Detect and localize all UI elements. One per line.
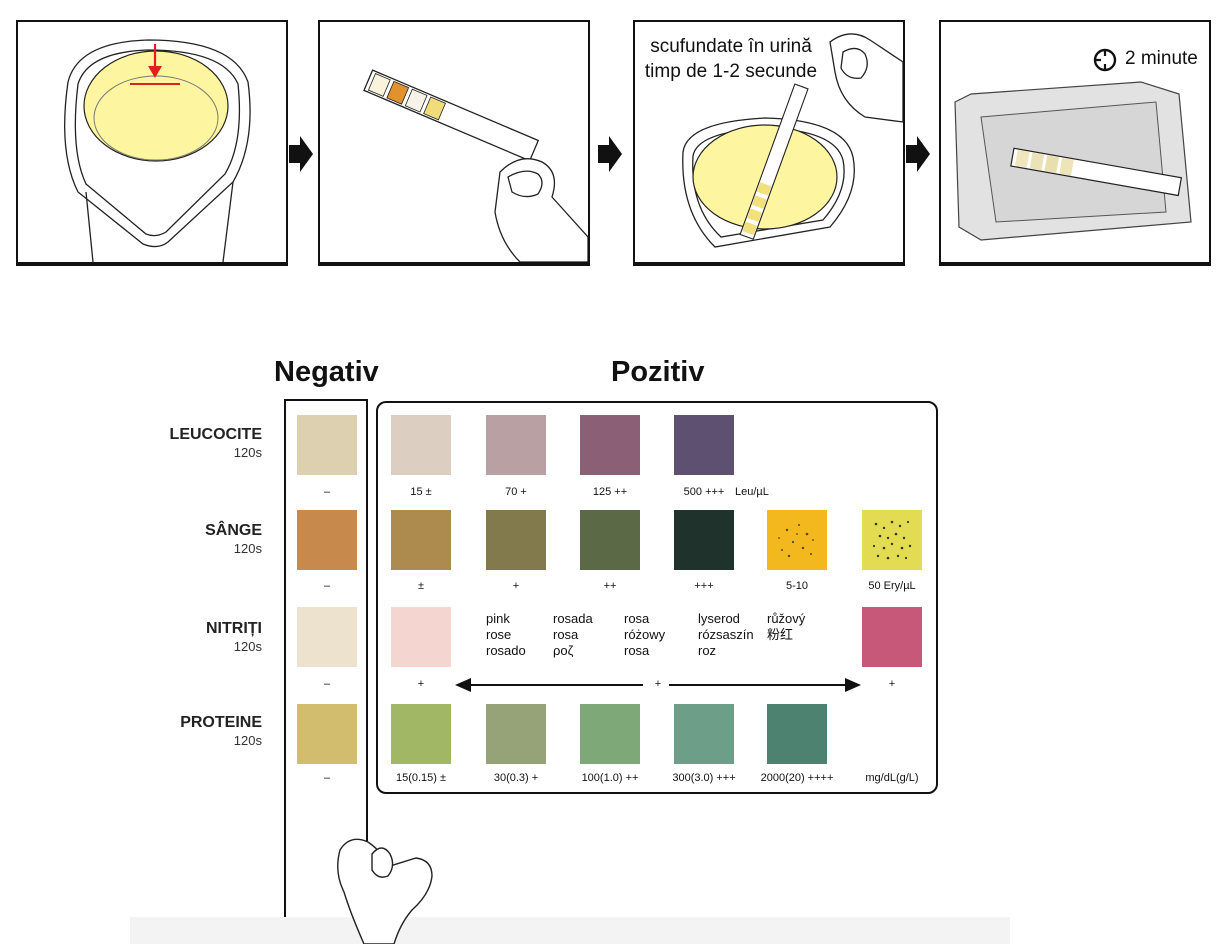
proteine-swatch (580, 704, 640, 764)
row-time: 120s (233, 639, 262, 654)
proteine-swatch (486, 704, 546, 764)
word: rosa (624, 643, 650, 658)
pink-word-col-3: rosa różowy rosa (624, 611, 665, 659)
step-2-panel (318, 20, 590, 266)
immersion-line-2: timp de 1-2 secunde (644, 61, 818, 82)
word: rosa (553, 627, 579, 642)
sange-swatch (391, 510, 451, 570)
word: rosada (553, 611, 593, 626)
proteine-swatch (391, 704, 451, 764)
row-time: 120s (233, 541, 262, 556)
row-label-sange: SÂNGE 120s (112, 522, 262, 558)
row-label-nitriti: NITRIȚI 120s (112, 620, 262, 656)
pink-word-col-5: růžový 粉红 (767, 611, 805, 643)
negative-label: – (323, 486, 331, 498)
word: rosado (486, 643, 526, 658)
immersion-line-1: scufundate în urină (650, 36, 812, 57)
sange-label: 50 Ery/µL (868, 580, 916, 592)
negative-label: – (323, 772, 331, 784)
pink-word-col-4: lyserod rózsaszín roz (698, 611, 754, 659)
word: 粉红 (767, 627, 794, 642)
proteine-label: 100(1.0) ++ (581, 772, 639, 784)
positive-box (376, 401, 938, 794)
negative-label: – (323, 580, 331, 592)
row-label-proteine: PROTEINE 120s (112, 714, 262, 750)
sange-swatch-dotted (862, 510, 922, 570)
word: ροζ (553, 643, 574, 658)
nitriti-label: + (417, 678, 425, 690)
leucocite-swatch (674, 415, 734, 475)
clock-icon (1093, 48, 1117, 72)
sange-label: ± (417, 580, 425, 592)
word: rose (486, 627, 512, 642)
leucocite-unit: Leu/µL (735, 486, 769, 498)
proteine-swatch (674, 704, 734, 764)
sange-label: +++ (694, 580, 714, 592)
word: pink (486, 611, 510, 626)
step-4-panel: 2 minute (939, 20, 1211, 266)
arrow-right-icon (289, 136, 313, 172)
proteine-unit: mg/dL(g/L) (865, 772, 919, 784)
word: rózsaszín (698, 627, 754, 642)
negative-label: – (323, 678, 331, 690)
negative-swatch-sange (297, 510, 357, 570)
negative-swatch-proteine (297, 704, 357, 764)
nitriti-center-label: + (654, 678, 662, 690)
proteine-label: 300(3.0) +++ (672, 772, 736, 784)
wait-time: 2 minute (1125, 48, 1198, 69)
double-arrow-icon (455, 678, 861, 692)
negative-strip (284, 399, 368, 944)
word: różowy (624, 627, 666, 642)
sange-swatch (674, 510, 734, 570)
arrow-right-icon (906, 136, 930, 172)
sange-label: + (512, 580, 520, 592)
row-name: NITRIȚI (206, 620, 262, 637)
leucocite-swatch (391, 415, 451, 475)
nitriti-swatch (862, 607, 922, 667)
immersion-instruction: scufundate în urină timp de 1-2 secunde (641, 34, 821, 84)
row-name: PROTEINE (180, 714, 262, 731)
row-name: LEUCOCITE (169, 426, 262, 443)
leucocite-label: 15 ± (410, 486, 432, 498)
step-1-panel (16, 20, 288, 266)
negative-swatch-leucocite (297, 415, 357, 475)
sange-label: ++ (603, 580, 617, 592)
sange-swatch-dotted (767, 510, 827, 570)
nitriti-label: + (888, 678, 896, 690)
leucocite-label: 125 ++ (592, 486, 628, 498)
nitriti-swatch (391, 607, 451, 667)
proteine-label: 2000(20) ++++ (760, 772, 834, 784)
leucocite-label: 70 + (505, 486, 527, 498)
pink-word-col-1: pink rose rosado (486, 611, 526, 659)
floor-shadow (130, 917, 1010, 944)
negative-heading: Negativ (274, 356, 379, 388)
arrow-right-icon (598, 136, 622, 172)
leucocite-swatch (580, 415, 640, 475)
row-name: SÂNGE (205, 522, 262, 539)
sange-swatch (580, 510, 640, 570)
sange-label: 5-10 (785, 580, 809, 592)
proteine-label: 30(0.3) + (493, 772, 539, 784)
word: lyserod (698, 611, 740, 626)
positive-heading: Pozitiv (611, 356, 705, 388)
word: roz (698, 643, 717, 658)
hand-illustration (337, 838, 433, 944)
row-label-leucocite: LEUCOCITE 120s (112, 426, 262, 462)
down-arrow-icon (130, 44, 180, 85)
leucocite-swatch (486, 415, 546, 475)
word: růžový (767, 611, 806, 626)
sange-swatch (486, 510, 546, 570)
word: rosa (624, 611, 650, 626)
row-time: 120s (233, 733, 262, 748)
row-time: 120s (233, 445, 262, 460)
leucocite-label: 500 +++ (683, 486, 725, 498)
negative-swatch-nitriti (297, 607, 357, 667)
step-3-panel: scufundate în urină timp de 1-2 secunde (633, 20, 905, 266)
proteine-swatch (767, 704, 827, 764)
pink-word-col-2: rosada rosa ροζ (553, 611, 593, 659)
proteine-label: 15(0.15) ± (395, 772, 447, 784)
